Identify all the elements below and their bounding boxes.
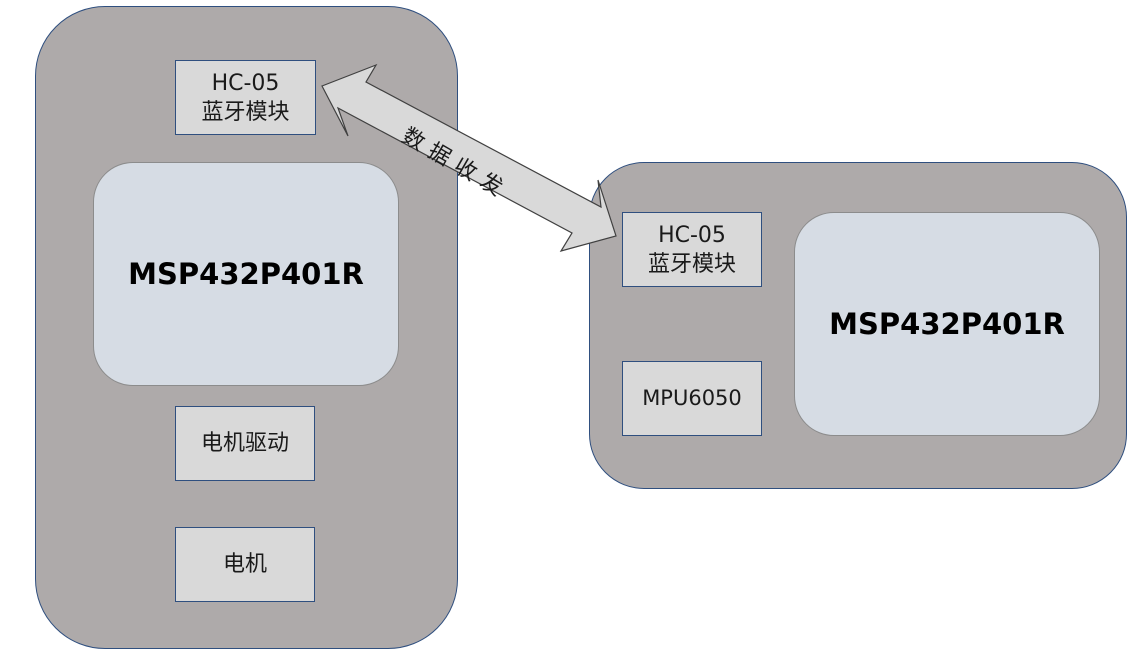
left-bluetooth-model: HC-05 bbox=[211, 70, 280, 96]
mpu6050-module: MPU6050 bbox=[622, 361, 762, 436]
motor-driver-label: 电机驱动 bbox=[200, 431, 289, 456]
right-mcu-label: MSP432P401R bbox=[829, 307, 1065, 341]
right-mcu-block: MSP432P401R bbox=[794, 212, 1100, 436]
right-bluetooth-model: HC-05 bbox=[658, 222, 726, 248]
left-mcu-label: MSP432P401R bbox=[128, 257, 364, 291]
motor-label: 电机 bbox=[222, 552, 267, 577]
left-mcu-block: MSP432P401R bbox=[93, 162, 399, 386]
motor-driver-module: 电机驱动 bbox=[175, 406, 315, 481]
right-bluetooth-desc: 蓝牙模块 bbox=[647, 251, 736, 277]
mpu6050-label: MPU6050 bbox=[642, 386, 742, 410]
motor-module: 电机 bbox=[175, 527, 315, 602]
left-bluetooth-desc: 蓝牙模块 bbox=[201, 99, 290, 125]
left-bluetooth-module: HC-05 蓝牙模块 bbox=[175, 60, 316, 135]
right-bluetooth-module: HC-05 蓝牙模块 bbox=[622, 212, 762, 287]
